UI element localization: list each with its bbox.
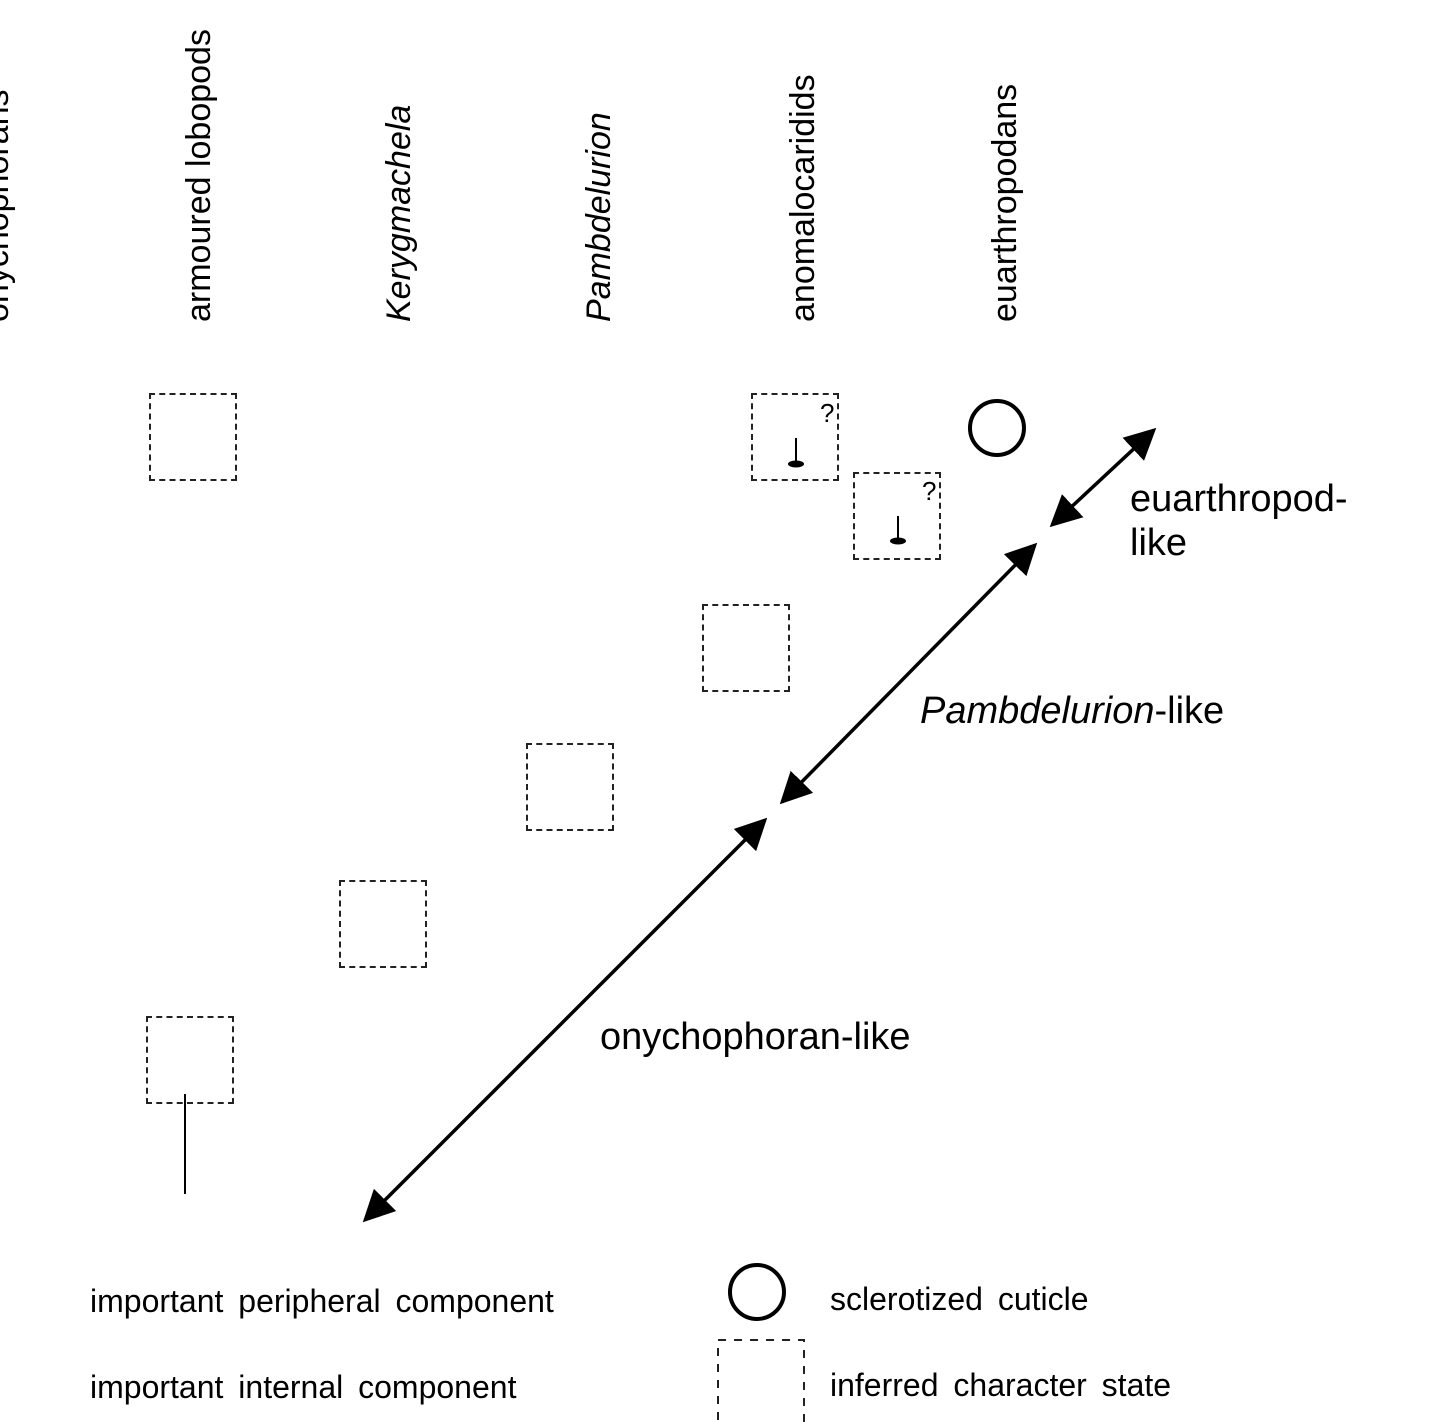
legend-internal-label: important internal component xyxy=(90,1369,517,1405)
label-euarthropod-like: euarthropod- like xyxy=(1130,478,1348,565)
label-pambdelurion-like: Pambdelurion-like xyxy=(920,690,1224,734)
internal-symbol-1 xyxy=(788,438,804,468)
label-euarthropod-line1: euarthropod- xyxy=(1130,478,1348,520)
arrow-pambdelurion-like xyxy=(779,542,1038,805)
inferred-box-onychophorans xyxy=(146,1016,234,1104)
legend-inferred-label: inferred character state xyxy=(830,1367,1172,1403)
arrow-onychophoran-like xyxy=(362,817,768,1223)
uncertainty-mark-2: ? xyxy=(922,476,937,506)
label-euarthropod-line2: like xyxy=(1130,521,1188,564)
legend-peripheral-label: important peripheral component xyxy=(90,1283,554,1319)
inferred-box-anomalocaridids-1 xyxy=(751,393,839,481)
legend-inferred-box xyxy=(717,1339,805,1422)
label-pambdelurion-italic: Pambdelurion xyxy=(920,690,1155,732)
sclerotized-circle xyxy=(968,399,1026,457)
legend-sclerotized-label: sclerotized cuticle xyxy=(830,1281,1089,1317)
internal-symbol-2 xyxy=(890,516,906,545)
legend-sclerotized-circle xyxy=(728,1263,786,1321)
label-pambdelurion-suffix: -like xyxy=(1154,690,1225,732)
arrow-euarthropod-like xyxy=(1049,427,1157,528)
uncertainty-mark-1: ? xyxy=(820,398,835,428)
inferred-box-armoured-lobopods xyxy=(149,393,237,481)
label-onychophoran-like: onychophoran-like xyxy=(600,1016,911,1058)
